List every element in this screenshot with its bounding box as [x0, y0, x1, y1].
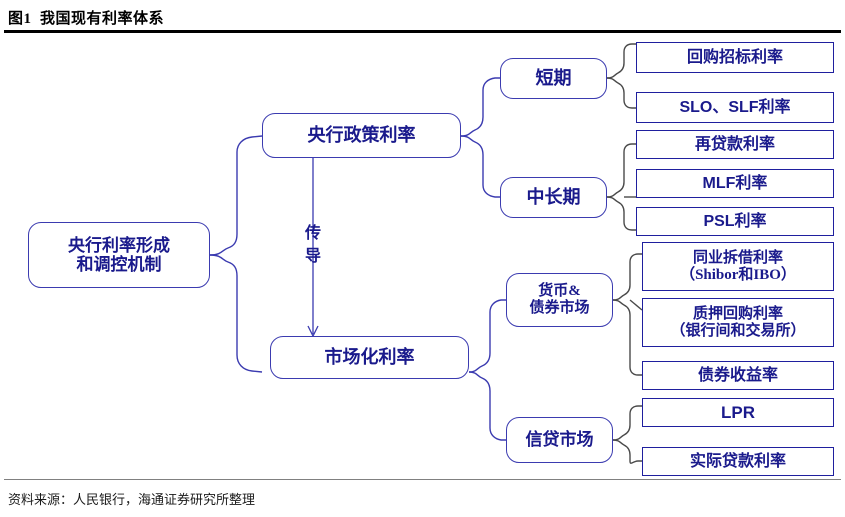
node-short-term[interactable]: 短期 [500, 58, 607, 99]
brace-short-term [606, 43, 636, 79]
node-money-bond-market[interactable]: 货币& 债券市场 [506, 273, 613, 327]
brace-policy [460, 77, 500, 137]
transmission-label: 传 导 [304, 225, 321, 266]
leaf-mlf-rate[interactable]: MLF利率 [636, 169, 834, 198]
leaf-pledged-repo-rate[interactable]: 质押回购利率 （银行间和交易所） [642, 298, 834, 347]
node-credit-market[interactable]: 信贷市场 [506, 417, 613, 463]
node-medium-long-term[interactable]: 中长期 [500, 177, 607, 218]
source-note: 资料来源：人民银行，海通证券研究所整理 [8, 492, 256, 507]
leaf-interbank-offered-rate[interactable]: 同业拆借利率 （Shibor和IBO） [642, 242, 834, 291]
leaf-lpr[interactable]: LPR [642, 398, 834, 427]
brace-money-bond [612, 253, 642, 301]
header-divider [4, 30, 841, 33]
node-policy-rate[interactable]: 央行政策利率 [262, 113, 461, 158]
brace-credit [612, 405, 642, 441]
leaf-psl-rate[interactable]: PSL利率 [636, 207, 834, 236]
leaf-slo-slf-rate[interactable]: SLO、SLF利率 [636, 92, 834, 123]
node-market-rate[interactable]: 市场化利率 [270, 336, 469, 379]
figure-title: 图1 我国现有利率体系 [8, 7, 164, 28]
brace-mlt [606, 143, 636, 198]
leaf-actual-loan-rate[interactable]: 实际贷款利率 [642, 447, 834, 476]
brace-root [209, 135, 263, 256]
node-root[interactable]: 央行利率形成 和调控机制 [28, 222, 210, 288]
brace-market [468, 299, 506, 373]
figure-label: 图1 [8, 11, 32, 27]
leaf-bond-yield[interactable]: 债券收益率 [642, 361, 834, 390]
figure-title-text: 我国现有利率体系 [40, 11, 165, 27]
footer-divider [4, 479, 841, 480]
leaf-repo-tender-rate[interactable]: 回购招标利率 [636, 42, 834, 73]
leaf-relending-rate[interactable]: 再贷款利率 [636, 130, 834, 159]
